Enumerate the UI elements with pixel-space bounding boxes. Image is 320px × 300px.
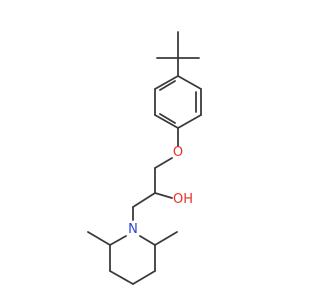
- methyl-bond: [154, 231, 178, 246]
- double-bond: [159, 80, 176, 91]
- bond: [154, 114, 179, 129]
- bond: [154, 157, 173, 169]
- bond: [132, 270, 156, 285]
- bond: [177, 114, 202, 129]
- bond: [109, 270, 134, 285]
- ether-oxygen-label: O: [173, 145, 183, 160]
- hydroxyl-label: OH: [173, 192, 193, 207]
- piperidine-ring: [87, 231, 178, 285]
- tert-butyl-group: [156, 31, 200, 77]
- benzene-ring: [154, 75, 202, 129]
- double-bond: [159, 113, 176, 124]
- nitrogen-label: N: [128, 222, 138, 237]
- structure-drawing: O OH N: [87, 31, 202, 285]
- bond: [132, 192, 156, 208]
- bond: [154, 192, 173, 199]
- bond: [177, 75, 202, 90]
- bond: [154, 75, 179, 90]
- bond: [109, 235, 127, 246]
- methyl-bond: [87, 231, 111, 246]
- molecule-diagram: O OH N: [87, 31, 202, 285]
- bond: [139, 235, 156, 246]
